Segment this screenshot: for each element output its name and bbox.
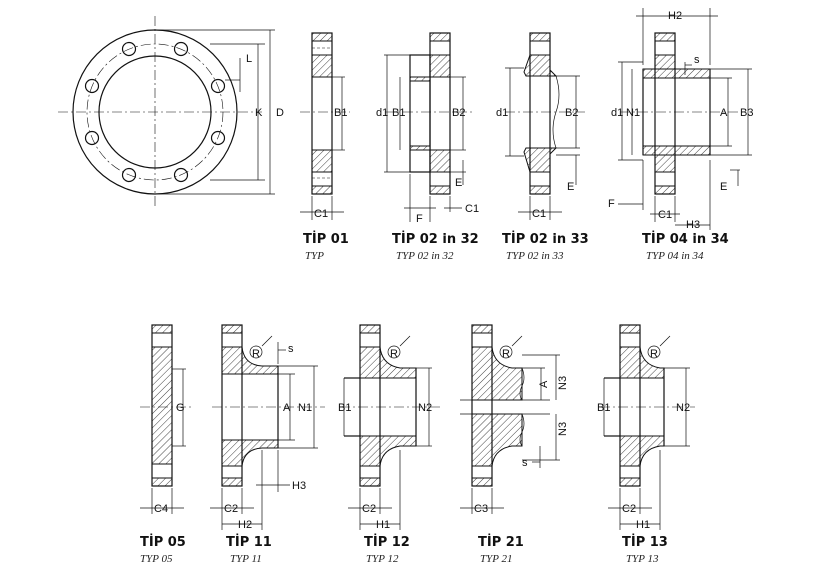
label-R: R — [650, 348, 658, 360]
bolt-holes — [84, 41, 226, 183]
label-B1: B1 — [597, 402, 610, 414]
type-11-section: R s A N1 H3 C2 H2 TİP 11 TYP 11 — [210, 324, 325, 565]
title-tip12: TİP 12 — [364, 534, 410, 550]
subtitle-tip13: TYP 13 — [626, 553, 659, 565]
type-01-section: B1 C1 TİP 01 TYP — [300, 32, 350, 262]
label-s: s — [522, 457, 528, 469]
label-C2: C2 — [622, 503, 636, 515]
label-N3-top: N3 — [557, 376, 569, 390]
label-B3: B3 — [740, 107, 753, 119]
label-B1: B1 — [334, 107, 347, 119]
label-E: E — [455, 177, 462, 189]
label-C1: C1 — [465, 203, 479, 215]
title-tip21: TİP 21 — [478, 534, 524, 550]
label-B1: B1 — [338, 402, 351, 414]
type-02-in-32-section: d1 B1 B2 E F C1 TİP 02 in 32 TYP 02 in 3… — [376, 32, 479, 262]
subtitle-tip21: TYP 21 — [480, 553, 513, 565]
label-D: D — [276, 107, 284, 119]
label-F: F — [608, 198, 615, 210]
title-tip04in34: TİP 04 in 34 — [642, 231, 729, 247]
label-N3-bottom: N3 — [557, 422, 569, 436]
label-s: s — [694, 54, 700, 66]
label-E: E — [567, 181, 574, 193]
subtitle-tip02in33: TYP 02 in 33 — [506, 250, 564, 262]
subtitle-tip12: TYP 12 — [366, 553, 399, 565]
subtitle-tip04in34: TYP 04 in 34 — [646, 250, 704, 262]
type-12-section: R B1 N2 C2 H1 TİP 12 TYP 12 — [338, 324, 440, 565]
label-H1: H1 — [376, 519, 390, 531]
subtitle-tip05: TYP 05 — [140, 553, 173, 565]
flange-front-view: L K D — [58, 16, 284, 208]
title-tip11: TİP 11 — [226, 534, 272, 550]
label-G: G — [176, 402, 185, 414]
label-N2: N2 — [418, 402, 432, 414]
label-A: A — [283, 402, 291, 414]
label-s: s — [288, 343, 294, 355]
title-tip01: TİP 01 — [303, 231, 349, 247]
label-N1: N1 — [626, 107, 640, 119]
title-tip02in33: TİP 02 in 33 — [502, 231, 589, 247]
label-A: A — [538, 380, 550, 388]
label-K: K — [255, 107, 263, 119]
subtitle-tip02in32: TYP 02 in 32 — [396, 250, 454, 262]
label-H3: H3 — [686, 219, 700, 231]
label-C2: C2 — [362, 503, 376, 515]
subtitle-tip11: TYP 11 — [230, 553, 262, 565]
label-E: E — [720, 181, 727, 193]
label-N2: N2 — [676, 402, 690, 414]
label-C3: C3 — [474, 503, 488, 515]
type-05-section: G C4 TİP 05 TYP 05 — [140, 324, 192, 565]
title-tip05: TİP 05 — [140, 534, 186, 550]
label-B2: B2 — [565, 107, 578, 119]
label-C1: C1 — [658, 209, 672, 221]
label-C4: C4 — [154, 503, 168, 515]
label-B2: B2 — [452, 107, 465, 119]
label-B1: B1 — [392, 107, 405, 119]
title-tip02in32: TİP 02 in 32 — [392, 231, 479, 247]
label-d1: d1 — [496, 107, 508, 119]
label-N1: N1 — [298, 402, 312, 414]
label-R: R — [252, 348, 260, 360]
subtitle-tip01: TYP — [305, 250, 324, 262]
title-tip13: TİP 13 — [622, 534, 668, 550]
label-L: L — [246, 53, 252, 65]
label-H2: H2 — [238, 519, 252, 531]
label-H1: H1 — [636, 519, 650, 531]
label-R: R — [502, 348, 510, 360]
type-21-section: R A N3 N3 s C3 TİP 21 TYP 21 — [460, 324, 569, 565]
type-04-in-34-section: H2 s d1 N1 A B3 E F C1 H3 TİP 04 in — [608, 8, 753, 262]
label-F: F — [416, 213, 423, 225]
label-C2: C2 — [224, 503, 238, 515]
type-13-section: R B1 N2 C2 H1 TİP 13 TYP 13 — [597, 324, 695, 565]
label-C1: C1 — [532, 208, 546, 220]
label-H3: H3 — [292, 480, 306, 492]
label-R: R — [390, 348, 398, 360]
label-A: A — [720, 107, 728, 119]
label-d1: d1 — [611, 107, 623, 119]
label-C1: C1 — [314, 208, 328, 220]
type-02-in-33-section: d1 B2 E C1 TİP 02 in 33 TYP 02 in 33 — [496, 32, 589, 262]
label-d1: d1 — [376, 107, 388, 119]
label-H2: H2 — [668, 10, 682, 22]
